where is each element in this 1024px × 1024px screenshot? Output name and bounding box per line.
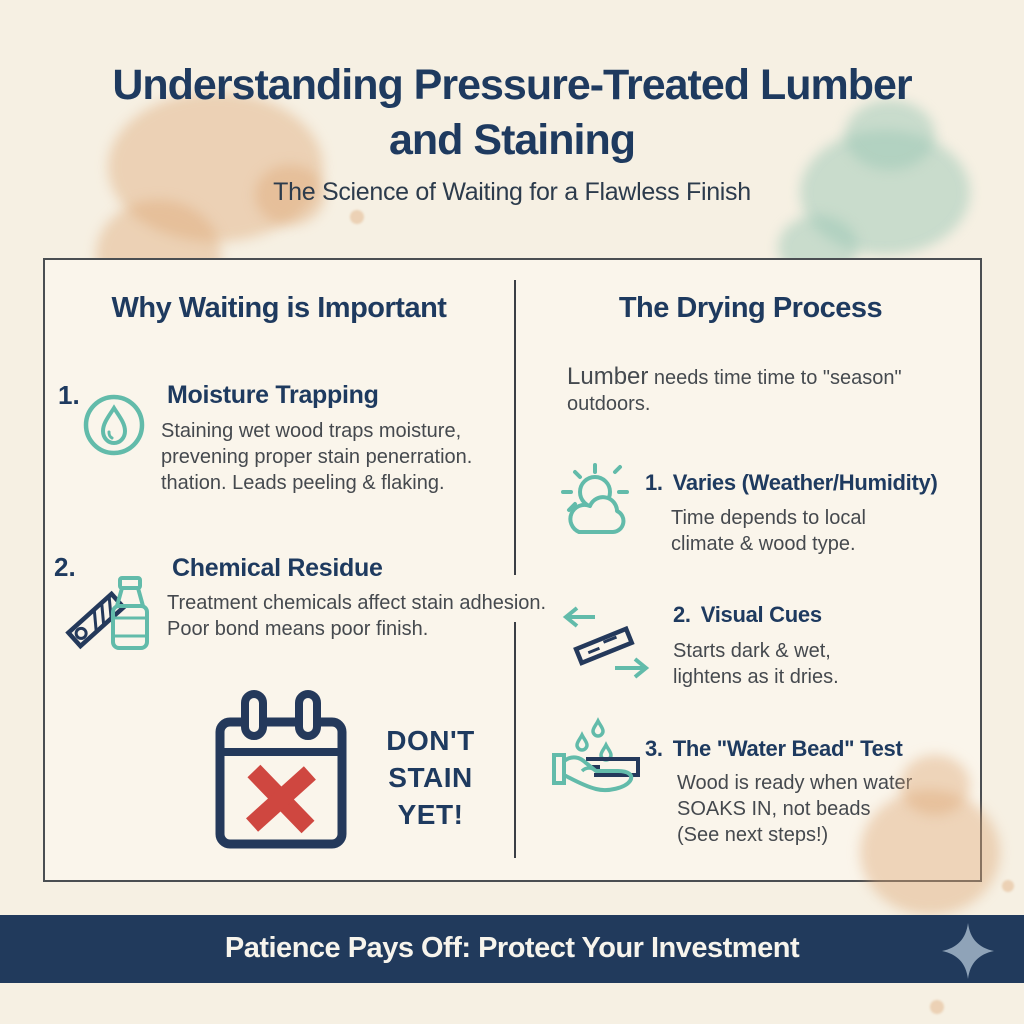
right-column-heading: The Drying Process	[618, 292, 883, 324]
footer-banner: Patience Pays Off: Protect Your Investme…	[0, 915, 1024, 983]
right-intro-rest: needs time time to "season"	[648, 367, 902, 389]
right-intro-lead: Lumber	[567, 363, 649, 390]
page-title-line2: and Staining	[389, 116, 636, 164]
content-box: Why Waiting is Important 1. Moisture Tra…	[43, 258, 982, 882]
page-title-line1: Understanding Pressure-Treated Lumber	[112, 61, 912, 109]
lumber-bottle-icon	[63, 570, 155, 667]
right-item2-heading: 2.Visual Cues	[673, 602, 822, 627]
left-item2-title: Chemical Residue	[172, 554, 383, 582]
hand-water-icon	[550, 715, 650, 824]
calendar-x-icon	[205, 686, 357, 863]
right-item1-body: Time depends to local climate & wood typ…	[671, 507, 866, 555]
right-item3-body: Wood is ready when water SOAKS IN, not b…	[677, 772, 913, 846]
page-title: Understanding Pressure-Treated Lumber an…	[0, 58, 1024, 168]
right-intro-line2: outdoors.	[567, 393, 651, 415]
left-item1-number: 1.	[58, 380, 80, 410]
right-item1-heading: 1.Varies (Weather/Humidity)	[645, 470, 938, 495]
plank-arrows-icon	[557, 602, 655, 689]
left-item1-body: Staining wet wood traps moisture, preven…	[161, 420, 473, 494]
right-intro: Lumber needs time time to "season"	[567, 363, 902, 391]
left-item1-title: Moisture Trapping	[167, 381, 379, 409]
sparkle-icon	[942, 923, 994, 984]
column-divider-bottom	[514, 622, 516, 858]
page-subtitle: The Science of Waiting for a Flawless Fi…	[273, 178, 751, 206]
sun-cloud-icon	[555, 458, 643, 555]
column-divider-top	[514, 280, 516, 575]
dont-stain-warning: DON'T STAIN YET!	[386, 725, 475, 830]
right-item3-heading: 3.The "Water Bead" Test	[645, 736, 903, 761]
left-item2-number: 2.	[54, 552, 76, 582]
left-column-heading: Why Waiting is Important	[111, 292, 447, 324]
footer-banner-text: Patience Pays Off: Protect Your Investme…	[224, 932, 800, 964]
left-item2-body: Treatment chemicals affect stain adhesio…	[167, 592, 547, 640]
water-drop-icon	[81, 392, 147, 463]
right-item2-body: Starts dark & wet, lightens as it dries.	[673, 640, 839, 688]
